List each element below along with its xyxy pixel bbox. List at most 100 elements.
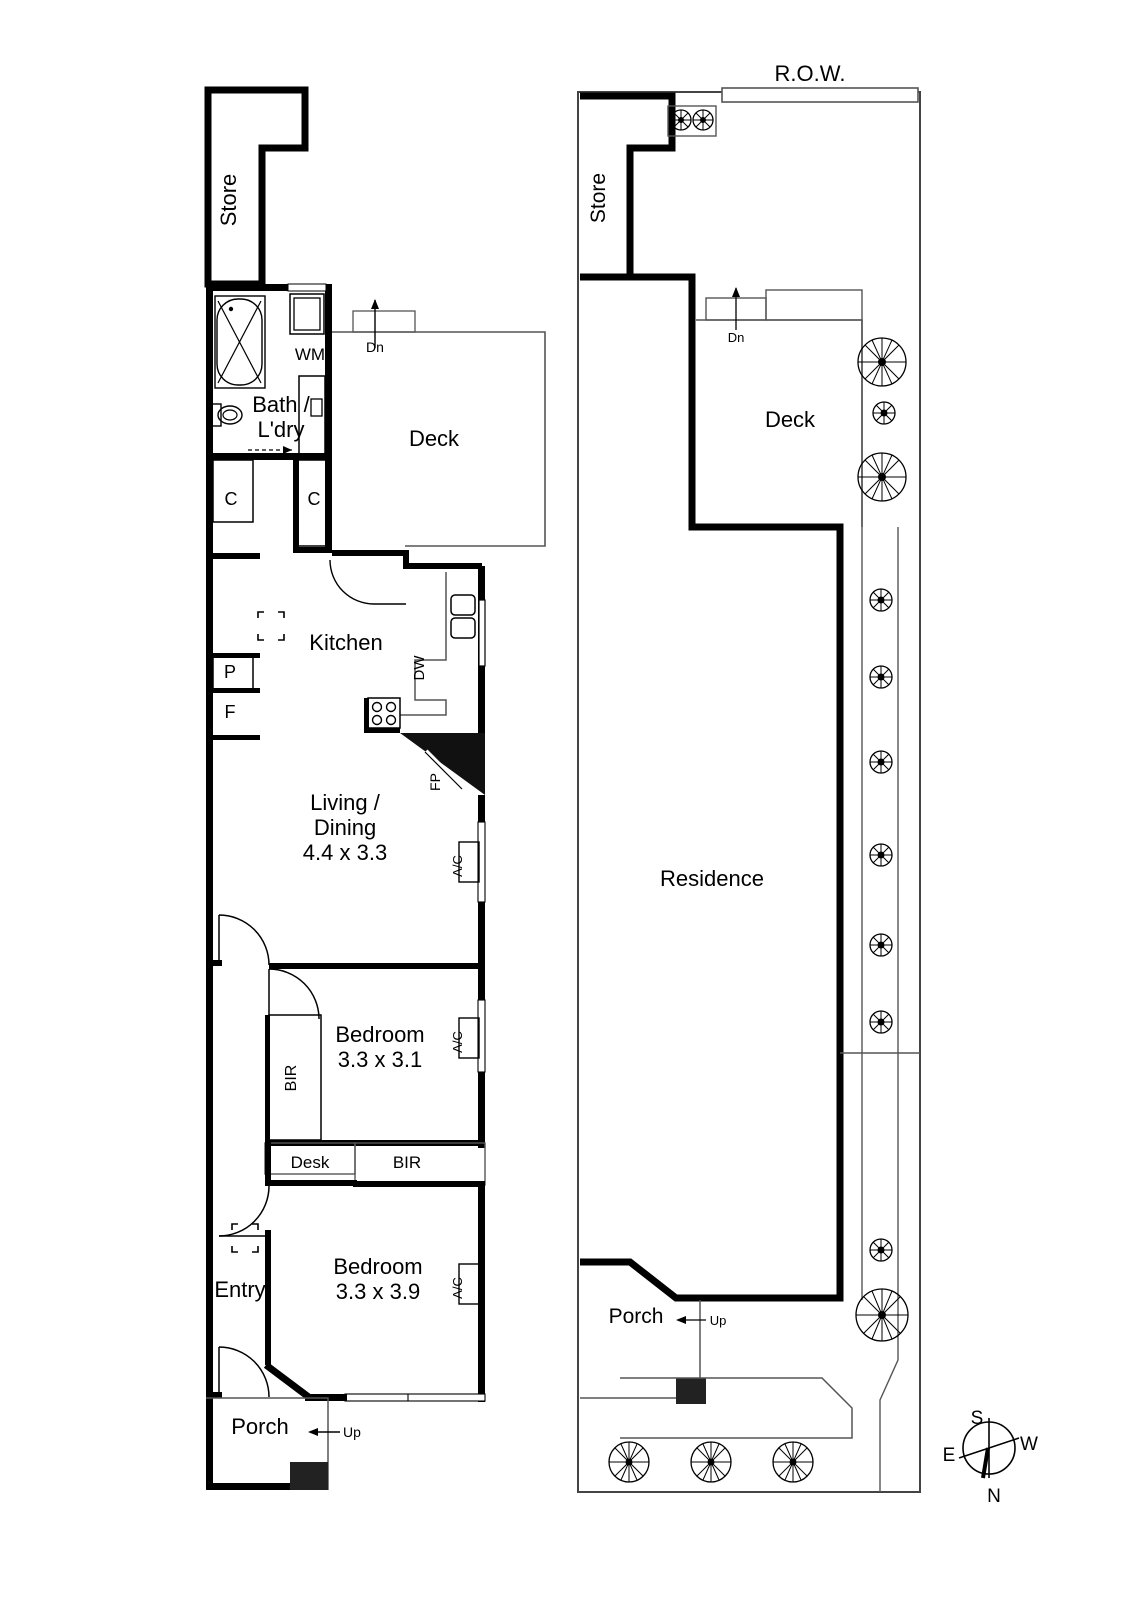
smoke-detector-corners xyxy=(257,611,285,641)
fp-label: FP xyxy=(427,773,443,791)
deck-label: Deck xyxy=(409,426,460,451)
ac-1-label: A/C xyxy=(450,855,465,877)
tree-icon xyxy=(692,109,714,131)
bedroom-2-room: A/C Bedroom 3.3 x 3.9 xyxy=(218,1185,486,1402)
bath-door-arrow-head xyxy=(283,446,292,454)
site-up-arrow-head xyxy=(676,1316,686,1324)
tree-icon xyxy=(857,452,907,502)
bedroom2-door-arc xyxy=(218,1185,270,1237)
sink-bowl-1 xyxy=(450,594,476,616)
tree-icon xyxy=(608,1441,650,1483)
cupboard-1-wall xyxy=(206,553,260,559)
toilet-pan-outer xyxy=(217,405,243,425)
site-plan-group: R.O.W. Store xyxy=(577,61,921,1493)
bir-vertical-label: BIR xyxy=(283,1065,300,1092)
porch-outline xyxy=(206,1397,329,1490)
deck-dn-arrow-head xyxy=(371,299,379,309)
kitchen-bench-outline xyxy=(368,572,447,716)
tree-icon xyxy=(690,1441,732,1483)
entry-doorjamb xyxy=(206,1392,222,1398)
toilet-cistern xyxy=(211,403,222,427)
compass-e-label: E xyxy=(943,1445,956,1466)
wm-box-inner xyxy=(293,297,321,331)
bedroom2-label-line2: 3.3 x 3.9 xyxy=(336,1279,420,1304)
site-deck-landing xyxy=(765,289,863,321)
compass-w-label: W xyxy=(1020,1434,1038,1455)
store-label: Store xyxy=(216,174,241,227)
bathtub-drain xyxy=(228,306,234,312)
porch-area: Porch Up xyxy=(206,1397,361,1490)
bath-label-line1: Bath / xyxy=(252,392,310,417)
pantry-top-wall xyxy=(206,653,260,658)
bedroom2-left-wall xyxy=(265,1230,271,1365)
kitchen-label: Kitchen xyxy=(309,630,382,655)
site-planter-box xyxy=(667,105,717,137)
toilet-pan-inner xyxy=(222,409,238,421)
bedroom2-front-window xyxy=(344,1393,486,1402)
desk-left-wall xyxy=(265,1140,271,1186)
bedroom-1-room: A/C BIR Bedroom 3.3 x 3.1 xyxy=(206,914,486,1148)
burner-1 xyxy=(371,701,383,713)
bath-top-wall xyxy=(206,284,331,291)
tree-icon xyxy=(869,1010,893,1034)
porch-label: Porch xyxy=(231,1414,288,1439)
site-porch-label: Porch xyxy=(609,1305,664,1328)
bath-laundry-room: WM Bath / L'dry xyxy=(206,283,332,460)
desk-row-bottom-wall-b xyxy=(353,1181,485,1187)
pantry-label: P xyxy=(224,662,236,682)
bedroom1-door-arc-a xyxy=(218,914,270,966)
laundry-window xyxy=(287,283,327,292)
site-residence-walls xyxy=(580,273,844,1302)
cupboards: C C xyxy=(206,459,332,559)
site-up-label: Up xyxy=(710,1313,727,1328)
deck-dn-label: Dn xyxy=(366,339,384,355)
fireplace-opening-line xyxy=(424,751,463,790)
compass-s-label: S xyxy=(971,1408,984,1429)
bedroom2-right-wall xyxy=(478,1186,485,1402)
bedroom1-window xyxy=(477,999,486,1073)
cupboard-2-rightwall xyxy=(325,460,332,552)
left-exterior-wall xyxy=(206,284,213,1490)
cooktop-wall-bottom xyxy=(364,728,400,733)
bath-right-wall xyxy=(325,284,332,460)
entry-hall: Entry xyxy=(206,1223,313,1401)
pantry-bottom-wall xyxy=(206,688,260,693)
desk-label: Desk xyxy=(291,1153,330,1172)
fireplace-fill xyxy=(400,733,485,795)
cupboard-1-box xyxy=(212,459,254,523)
bir-vertical-leftwall xyxy=(265,1015,270,1140)
desk-bir-row: Desk BIR xyxy=(264,1140,486,1187)
kitchen-door-arc xyxy=(329,559,375,605)
tree-icon xyxy=(869,588,893,612)
living-label-line1: Living / xyxy=(310,790,381,815)
bath-bottom-wall xyxy=(206,453,332,460)
cupboard-2-label: C xyxy=(308,489,321,509)
deck-area: Dn Deck xyxy=(332,299,546,547)
site-dn-label: Dn xyxy=(728,330,745,345)
site-porch: Porch Up xyxy=(580,1300,853,1439)
smoke-detector-entry xyxy=(231,1223,259,1253)
fridge-bottom-wall xyxy=(206,735,260,740)
site-trees xyxy=(608,337,909,1483)
tree-icon xyxy=(869,933,893,957)
fridge-label: F xyxy=(225,702,236,722)
sink-bowl-2 xyxy=(450,617,476,639)
tree-icon xyxy=(872,401,896,425)
compass-needle xyxy=(981,1447,990,1479)
bedroom1-label-line2: 3.3 x 3.1 xyxy=(338,1047,422,1072)
burner-2 xyxy=(385,701,397,713)
tree-icon xyxy=(772,1441,814,1483)
site-porch-pier xyxy=(676,1378,706,1404)
bedroom1-label-line1: Bedroom xyxy=(335,1022,424,1047)
tree-icon xyxy=(869,843,893,867)
site-residence: Residence xyxy=(580,273,844,1302)
tree-icon xyxy=(869,750,893,774)
deck-stair-tread xyxy=(352,310,416,333)
kitchen-room: Kitchen DW xyxy=(257,550,486,758)
tree-icon xyxy=(855,1288,909,1342)
smoke-detector-kitchen xyxy=(257,611,285,641)
bathtub-cross-b xyxy=(217,300,262,384)
floor-plan-group: Store xyxy=(204,86,546,1490)
tree-icon xyxy=(869,665,893,689)
